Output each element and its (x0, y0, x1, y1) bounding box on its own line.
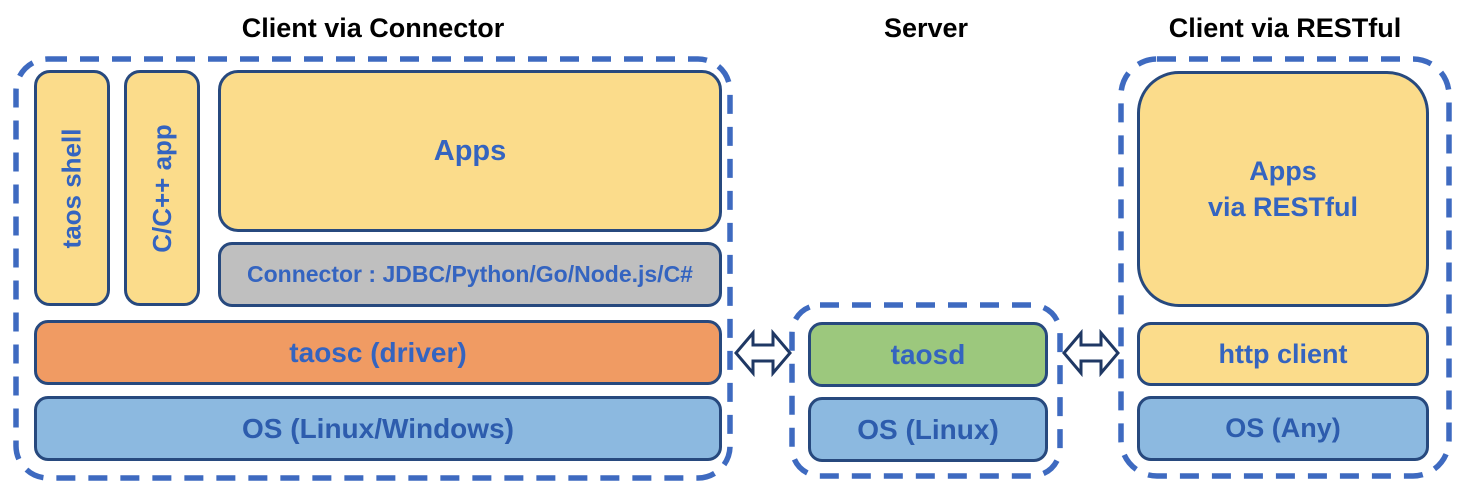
apps-via-restful-box: Apps via RESTful (1137, 71, 1429, 307)
http-client-box: http client (1137, 322, 1429, 386)
taosd-label: taosd (890, 338, 966, 370)
taos-shell-label: taos shell (56, 128, 87, 248)
apps-box: Apps (218, 70, 722, 232)
cpp-app-box: C/C++ app (124, 70, 200, 306)
apps-via-restful-label-line2: via RESTful (1207, 192, 1359, 222)
connector-label: Connector : JDBC/Python/Go/Node.js/C# (247, 261, 693, 287)
http-client-label: http client (1218, 338, 1348, 369)
cpp-app-label: C/C++ app (146, 123, 177, 253)
apps-via-restful-label-line1: Apps (1249, 155, 1317, 186)
connector-box: Connector : JDBC/Python/Go/Node.js/C# (218, 242, 722, 307)
section-title-server: Server (883, 13, 969, 43)
section-title-connector-client: Client via Connector (241, 13, 505, 43)
os-any-box: OS (Any) (1137, 396, 1429, 461)
os-linux-windows-box: OS (Linux/Windows) (34, 396, 722, 461)
client-server-arrow-icon (734, 328, 792, 378)
os-any-label: OS (Any) (1225, 413, 1341, 443)
os-linux-label: OS (Linux) (857, 413, 999, 445)
taosd-box: taosd (808, 322, 1048, 387)
os-linux-box: OS (Linux) (808, 397, 1048, 462)
taosc-driver-box: taosc (driver) (34, 320, 722, 385)
os-linux-windows-label: OS (Linux/Windows) (242, 412, 514, 444)
apps-label: Apps (433, 134, 507, 167)
server-restful-arrow-icon (1062, 328, 1120, 378)
section-title-restful-client: Client via RESTful (1168, 13, 1402, 43)
taos-shell-box: taos shell (34, 70, 110, 306)
taosc-driver-label: taosc (driver) (289, 336, 467, 368)
